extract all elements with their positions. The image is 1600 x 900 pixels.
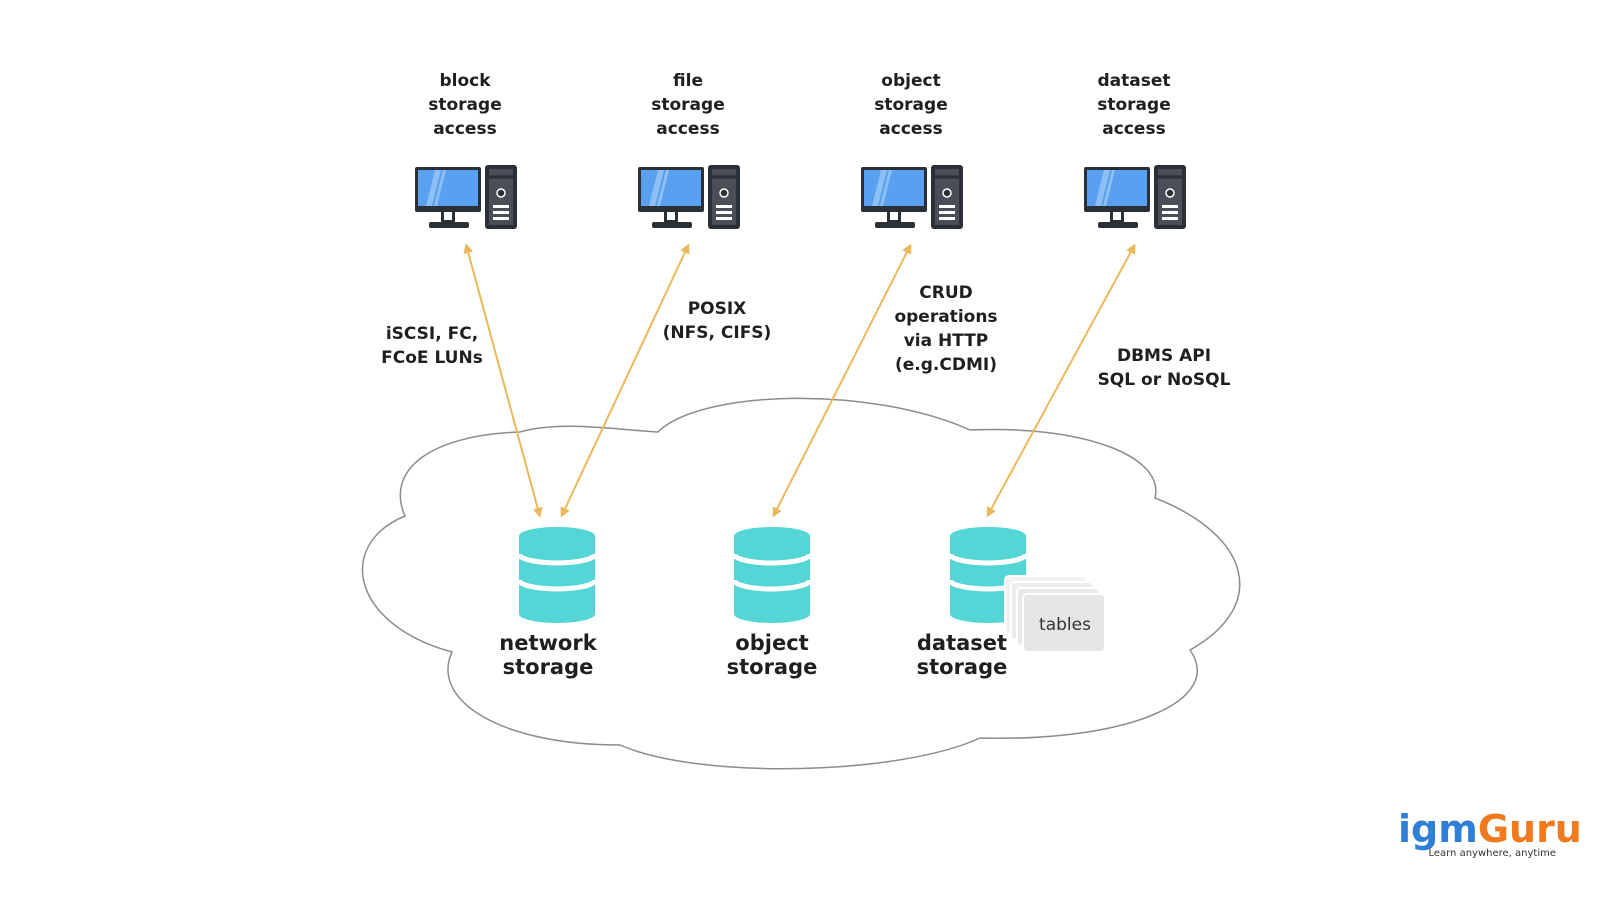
client-file-access: file storage access: [636, 71, 742, 231]
client-label-line: storage: [1097, 95, 1170, 115]
client-label-line: access: [656, 119, 719, 139]
protocol-label-file: POSIX (NFS, CIFS): [663, 299, 772, 343]
storage-label-line: object: [735, 631, 808, 655]
database-icon: [734, 527, 810, 623]
storage-object: object storage: [727, 527, 818, 679]
database-icon: [519, 527, 595, 623]
arrow-dataset-to-dataset: [986, 243, 1136, 518]
protocol-line: iSCSI, FC,: [386, 324, 478, 344]
logo-part-guru: Guru: [1478, 807, 1582, 851]
storage-dataset: dataset storage: [917, 527, 1026, 679]
arrow-file-to-network: [560, 243, 690, 518]
computer-icon: [413, 163, 519, 231]
client-label-line: file: [673, 71, 703, 91]
protocol-line: (e.g.CDMI): [895, 355, 997, 375]
client-block-access: block storage access: [413, 71, 519, 231]
client-dataset-access: dataset storage access: [1082, 71, 1188, 231]
protocol-label-dataset: DBMS API SQL or NoSQL: [1098, 346, 1231, 390]
client-label-line: dataset: [1097, 71, 1170, 91]
arrow-block-to-network: [463, 243, 543, 518]
protocol-line: SQL or NoSQL: [1098, 370, 1231, 390]
protocol-label-block: iSCSI, FC, FCoE LUNs: [381, 324, 483, 368]
logo-wordmark: igmGuru: [1398, 807, 1582, 851]
client-label-line: object: [881, 71, 940, 91]
protocol-line: DBMS API: [1117, 346, 1211, 366]
client-object-access: object storage access: [859, 71, 965, 231]
storage-network: network storage: [499, 527, 598, 679]
storage-label-line: storage: [917, 655, 1008, 679]
igmguru-logo: igmGuru Learn anywhere, anytime: [1398, 807, 1582, 859]
computer-icon: [859, 163, 965, 231]
protocol-line: CRUD: [919, 283, 972, 303]
protocol-line: via HTTP: [904, 331, 989, 351]
protocol-label-object: CRUD operations via HTTP (e.g.CDMI): [894, 283, 997, 375]
logo-tagline: Learn anywhere, anytime: [1428, 848, 1556, 859]
storage-label-line: storage: [503, 655, 594, 679]
storage-label-line: dataset: [917, 631, 1007, 655]
client-label-line: storage: [428, 95, 501, 115]
arrow-object-to-object: [772, 243, 912, 518]
client-label-line: access: [433, 119, 496, 139]
tables-stack: tables: [1004, 575, 1106, 653]
protocol-line: operations: [894, 307, 997, 327]
tables-label: tables: [1039, 615, 1091, 635]
client-label-line: storage: [651, 95, 724, 115]
logo-part-igm: igm: [1398, 807, 1478, 851]
storage-label-line: storage: [727, 655, 818, 679]
client-label-line: storage: [874, 95, 947, 115]
client-label-line: access: [879, 119, 942, 139]
protocol-line: FCoE LUNs: [381, 348, 483, 368]
computer-icon: [1082, 163, 1188, 231]
client-label-line: access: [1102, 119, 1165, 139]
client-label-line: block: [439, 71, 491, 91]
protocol-line: (NFS, CIFS): [663, 323, 772, 343]
computer-icon: [636, 163, 742, 231]
protocol-line: POSIX: [688, 299, 747, 319]
storage-label-line: network: [499, 631, 597, 655]
